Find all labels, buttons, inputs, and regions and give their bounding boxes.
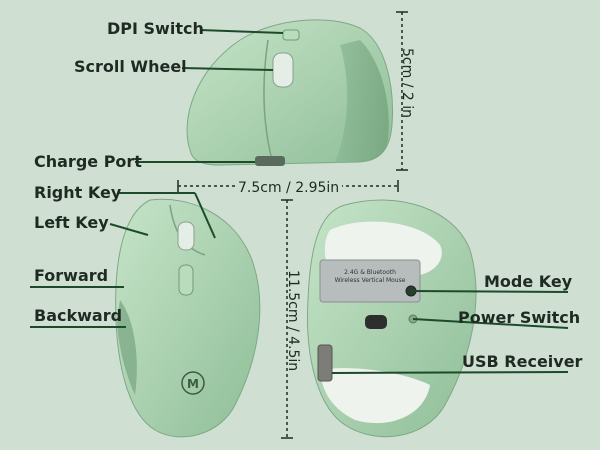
- label-scroll-wheel: Scroll Wheel: [74, 57, 187, 76]
- info-sticker: [319, 259, 421, 303]
- brand-logo-text: M: [187, 377, 199, 391]
- sticker-line2: Wireless Vertical Mouse: [335, 277, 406, 284]
- dim-length: 11.5cm / 4.5in: [285, 270, 301, 372]
- leader-lines: [30, 29, 569, 374]
- label-right-key: Right Key: [34, 183, 122, 202]
- dpi-switch[interactable]: [282, 29, 300, 41]
- scroll-wheel[interactable]: [272, 52, 294, 88]
- sensor: [365, 315, 387, 329]
- sticker-line1: 2.4G & Bluetooth: [344, 269, 396, 276]
- brand-logo: [181, 371, 205, 395]
- top-dpi-button[interactable]: [178, 264, 194, 296]
- top-scroll-wheel[interactable]: [177, 221, 195, 251]
- label-forward: Forward: [34, 266, 109, 285]
- mouse-side-view: [186, 19, 393, 166]
- label-mode-key: Mode Key: [484, 272, 573, 291]
- label-charge-port: Charge Port: [34, 152, 142, 171]
- dim-width: 7.5cm / 2.95in: [235, 181, 343, 195]
- usb-receiver[interactable]: [317, 344, 333, 382]
- label-left-key: Left Key: [34, 213, 109, 232]
- dim-height: 5cm / 2 in: [399, 48, 415, 118]
- label-usb-receiver: USB Receiver: [462, 352, 583, 371]
- charge-port: [255, 156, 285, 166]
- mouse-top-view: [115, 198, 261, 438]
- label-dpi-switch: DPI Switch: [107, 19, 204, 38]
- label-power-switch: Power Switch: [458, 308, 581, 327]
- label-backward: Backward: [34, 306, 123, 325]
- mouse-bottom-view: [307, 199, 477, 438]
